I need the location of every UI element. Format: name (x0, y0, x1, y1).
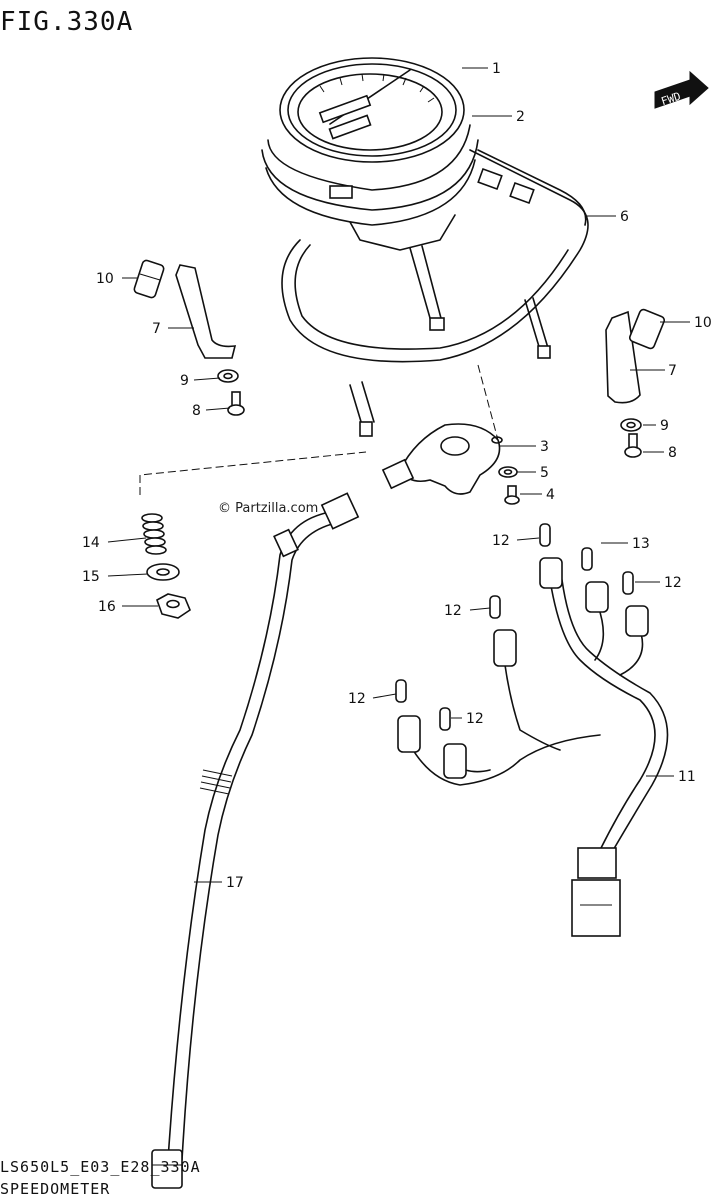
bulbs-12 (395, 523, 634, 731)
figure-code: LS650L5_E03_E28_330A (0, 1158, 201, 1176)
screw-4 (504, 485, 520, 505)
callout-9-left: 9 (180, 373, 189, 389)
callout-7-right: 7 (668, 363, 677, 379)
callout-6: 6 (620, 209, 629, 225)
callout-12-b: 12 (664, 575, 682, 591)
right-cushion-10 (628, 308, 666, 350)
callout-1: 1 (492, 61, 501, 77)
bulb-13 (581, 547, 593, 571)
callout-16: 16 (98, 599, 116, 615)
speedometer-housing (281, 149, 589, 437)
left-washer-9 (217, 369, 239, 383)
callout-13: 13 (632, 536, 650, 552)
left-cushion-10 (133, 259, 165, 299)
right-washer-9 (620, 418, 642, 432)
callout-2: 2 (516, 109, 525, 125)
callout-labels: 1 2 6 10 7 9 8 10 7 9 8 3 5 4 14 15 16 1… (82, 61, 712, 891)
figure-title: FIG.330A (0, 7, 133, 37)
callout-4: 4 (546, 487, 555, 503)
callout-5: 5 (540, 465, 549, 481)
bulb-sockets (397, 557, 649, 779)
callout-7-left: 7 (152, 321, 161, 337)
washer-5 (498, 466, 518, 478)
nut-16 (156, 593, 191, 619)
callout-12-e: 12 (466, 711, 484, 727)
callout-10-right: 10 (694, 315, 712, 331)
speed-sensor-3 (381, 423, 503, 495)
callout-12-a: 12 (492, 533, 510, 549)
callout-12-d: 12 (348, 691, 366, 707)
watermark: © Partzilla.com (218, 501, 318, 516)
callout-9-right: 9 (660, 418, 669, 434)
left-bracket-7 (175, 264, 237, 359)
callout-8-right: 8 (668, 445, 677, 461)
callout-3: 3 (540, 439, 549, 455)
fwd-arrow-icon: FWD (654, 70, 709, 109)
right-screw-8 (624, 433, 642, 458)
callout-12-c: 12 (444, 603, 462, 619)
spring-14 (141, 513, 167, 555)
left-screw-8 (227, 391, 245, 416)
routing-lines (139, 364, 499, 495)
speedometer-assembly (261, 57, 479, 251)
figure-name: SPEEDOMETER (0, 1180, 110, 1198)
callout-10-left: 10 (96, 271, 114, 287)
right-bracket-7 (605, 310, 641, 404)
callout-8-left: 8 (192, 403, 201, 419)
callout-15: 15 (82, 569, 100, 585)
callout-11: 11 (678, 769, 696, 785)
callout-17: 17 (226, 875, 244, 891)
speedometer-cable-17 (151, 492, 360, 1189)
leader-lines (107, 67, 690, 883)
fwd-label: FWD (659, 90, 682, 109)
washer-15 (146, 563, 180, 581)
callout-14: 14 (82, 535, 100, 551)
